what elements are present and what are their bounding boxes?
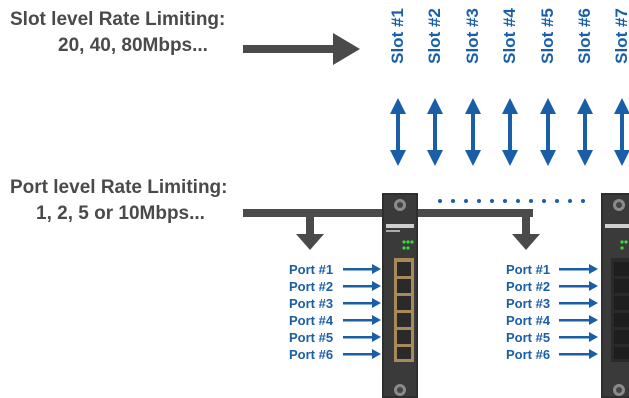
slot-label-6: Slot #6 <box>575 8 594 64</box>
slot-label-3: Slot #3 <box>463 8 482 64</box>
right-arrow-icon <box>559 332 598 342</box>
right-arrow-icon <box>559 349 598 359</box>
right-arrow-icon <box>343 264 381 274</box>
port-label-left-6: Port #6 <box>289 347 334 362</box>
slot-label-7: Slot #7 <box>612 8 629 64</box>
double-arrow-icon <box>427 98 443 166</box>
dotted-line <box>438 199 585 203</box>
port-label-left-5: Port #5 <box>289 330 334 345</box>
port-label-right-4: Port #4 <box>506 313 551 328</box>
port-label-right-1: Port #1 <box>506 262 551 277</box>
right-arrow-icon <box>559 281 598 291</box>
slot-rate-values: 20, 40, 80Mbps... <box>58 35 208 56</box>
double-arrow-icon <box>390 98 406 166</box>
right-arrow-icon <box>343 332 381 342</box>
port-rate-title: Port level Rate Limiting: <box>10 177 228 198</box>
double-arrow-icon <box>465 98 481 166</box>
double-arrow-icon <box>540 98 556 166</box>
right-arrow-icon <box>559 315 598 325</box>
port-label-left-1: Port #1 <box>289 262 334 277</box>
right-arrow-icon <box>343 281 381 291</box>
port-label-left-2: Port #2 <box>289 279 334 294</box>
slot-rate-title: Slot level Rate Limiting: <box>10 9 226 30</box>
right-arrow-icon <box>343 349 381 359</box>
port-rate-values: 1, 2, 5 or 10Mbps... <box>36 203 205 224</box>
port-label-left-3: Port #3 <box>289 296 334 311</box>
network-module-right <box>601 193 629 398</box>
double-arrow-icon <box>614 98 629 166</box>
slot-label-1: Slot #1 <box>388 8 407 64</box>
slot-rate-arrow-icon <box>243 33 360 65</box>
slot-label-5: Slot #5 <box>538 8 557 64</box>
double-arrow-icon <box>577 98 593 166</box>
right-arrow-icon <box>343 298 381 308</box>
port-label-right-5: Port #5 <box>506 330 551 345</box>
right-arrow-icon <box>559 298 598 308</box>
port-label-right-2: Port #2 <box>506 279 551 294</box>
right-arrow-icon <box>343 315 381 325</box>
right-arrow-icon <box>559 264 598 274</box>
network-module-left <box>382 193 418 398</box>
port-label-left-4: Port #4 <box>289 313 334 328</box>
double-arrow-icon <box>502 98 518 166</box>
port-label-right-3: Port #3 <box>506 296 551 311</box>
port-label-right-6: Port #6 <box>506 347 551 362</box>
slot-label-4: Slot #4 <box>500 8 519 64</box>
slot-label-2: Slot #2 <box>425 8 444 64</box>
